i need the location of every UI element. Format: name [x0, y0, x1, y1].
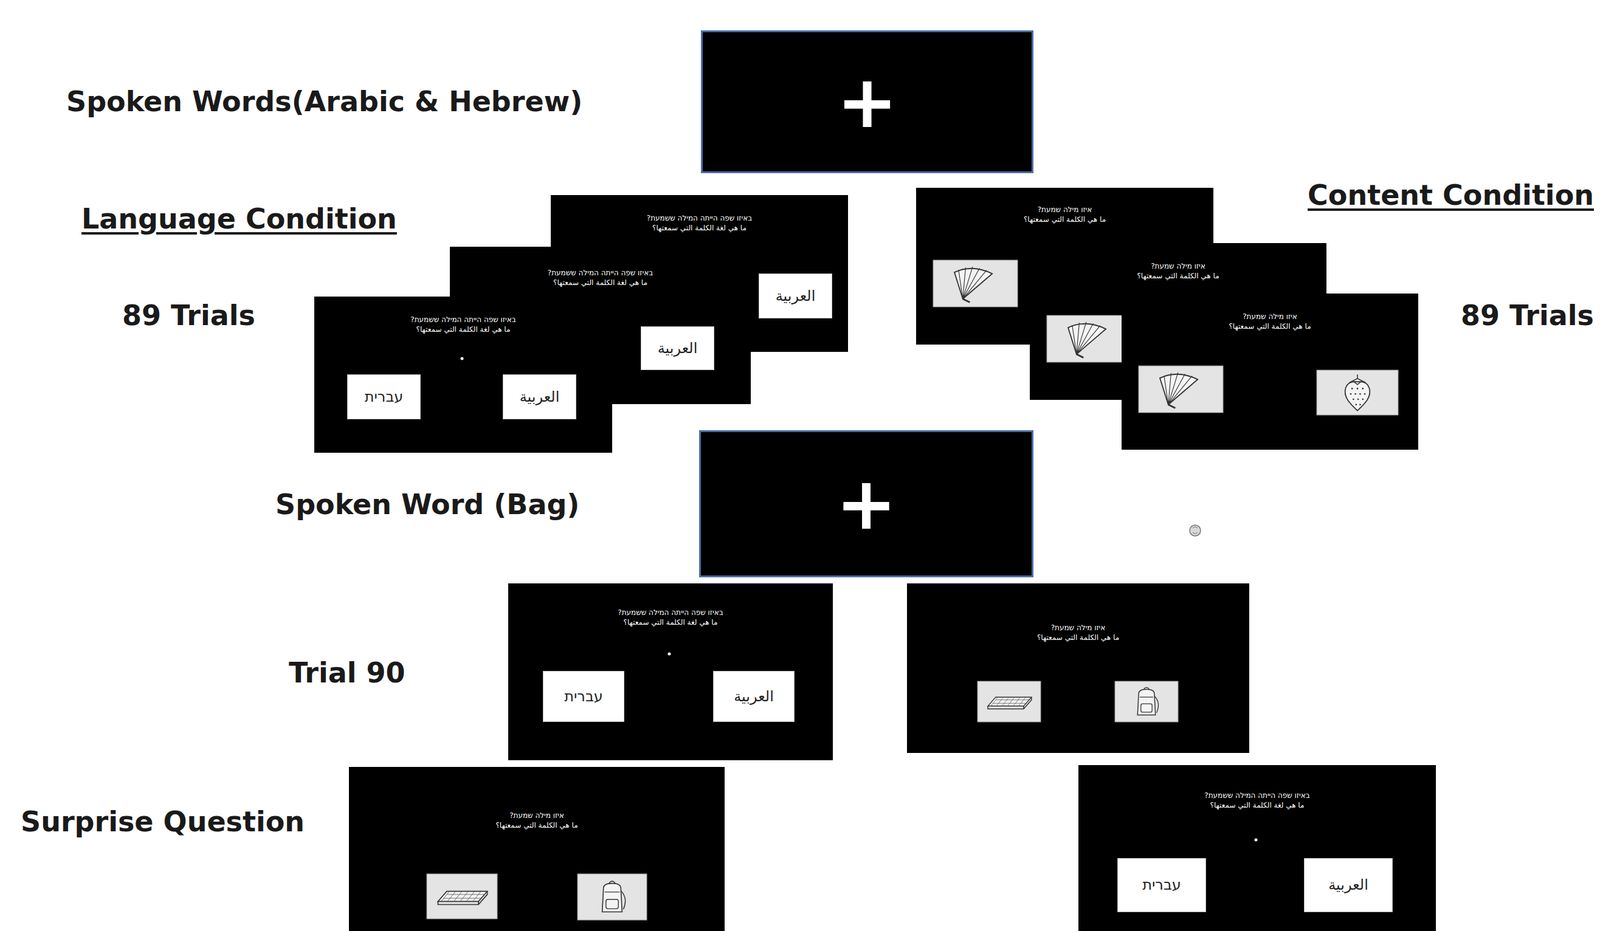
center-dot [1254, 838, 1258, 842]
response-button: עברית [542, 671, 625, 723]
question-text: איזו מילה שמעת? [1029, 261, 1327, 272]
center-dot [668, 652, 672, 656]
trial-screen: איזו מילה שמעת?ما هي الكلمة التي سمعتها؟ [348, 767, 725, 931]
button-label: العربية [775, 287, 816, 306]
question-text: ما هي الكلمة التي سمعتها؟ [916, 214, 1214, 225]
picture-drawing [1137, 687, 1159, 716]
picture-drawing [437, 891, 487, 906]
condition-heading: Language Condition [81, 202, 397, 236]
fixation-cross: + [835, 467, 898, 541]
question-text: באיזו שפה הייתה המילה ששמעת? [550, 213, 849, 224]
fixation-cross: + [836, 65, 898, 139]
picture-card [1138, 365, 1224, 413]
button-label: עברית [364, 388, 404, 407]
response-button: العربية [502, 374, 577, 420]
step-label: Spoken Words(Arabic & Hebrew) [66, 85, 583, 119]
step-label: Spoken Word (Bag) [275, 488, 580, 522]
question-text: ما هي الكلمة التي سمعتها؟ [348, 820, 725, 831]
small-icon-detail [1192, 527, 1198, 534]
picture-card [577, 874, 647, 921]
question-text: ما هي لغة الكلمة التي سمعتها؟ [449, 277, 751, 288]
question-text: ما هي الكلمة التي سمعتها؟ [906, 632, 1250, 643]
response-button: العربية [758, 273, 833, 319]
screen-picture-layer [348, 767, 725, 931]
picture-card [933, 260, 1018, 307]
picture-drawing [1345, 374, 1370, 411]
question-text: איזו מילה שמעת? [348, 810, 725, 821]
question-text: ما هي لغة الكلمة التي سمعتها؟ [314, 324, 613, 335]
picture-drawing [954, 266, 993, 303]
question-text: באיזו שפה הייתה המילה ששמעת? [314, 314, 613, 325]
question-text: באיזו שפה הייתה המילה ששמעת? [1078, 790, 1436, 801]
response-button: العربية [640, 326, 715, 371]
question-text: איזו מילה שמעת? [906, 623, 1250, 633]
fixation-screen: + [699, 430, 1034, 578]
picture-card [977, 681, 1041, 723]
trial-screen: איזו מילה שמעת?ما هي الكلمة التي سمعتها؟ [1121, 293, 1419, 450]
trial-screen: באיזו שפה הייתה המילה ששמעת?ما هي لغة ال… [508, 583, 833, 761]
question-text: ما هي لغة الكلمة التي سمعتها؟ [508, 617, 833, 628]
response-button: العربية [713, 671, 795, 723]
button-label: العربية [1328, 876, 1369, 895]
picture-drawing [1068, 322, 1106, 359]
button-label: العربية [733, 688, 774, 706]
condition-heading: Content Condition [1307, 178, 1594, 213]
trial-screen: באיזו שפה הייתה המילה ששמעת?ما هي لغة ال… [1078, 765, 1436, 931]
small-icon [1189, 525, 1201, 537]
step-label: 89 Trials [122, 299, 256, 333]
picture-card [1114, 681, 1179, 723]
question-text: ما هي الكلمة التي سمعتها؟ [1121, 321, 1419, 332]
question-text: איזו מילה שמעת? [916, 204, 1214, 215]
button-label: العربية [519, 388, 560, 407]
step-label: Surprise Question [20, 805, 305, 839]
trial-screen: איזו מילה שמעת?ما هي الكلمة التي سمعتها؟ [906, 583, 1250, 754]
picture-drawing [1159, 372, 1198, 409]
step-label: Trial 90 [288, 656, 406, 690]
question-text: ما هي لغة الكلمة التي سمعتها؟ [1078, 800, 1436, 811]
picture-card [1046, 315, 1132, 363]
button-label: עברית [1142, 876, 1182, 895]
question-text: באיזו שפה הייתה המילה ששמעת? [449, 268, 751, 278]
question-text: ما هي لغة الكلمة التي سمعتها؟ [550, 223, 849, 233]
picture-card [426, 874, 498, 920]
question-text: ما هي الكلمة التي سمعتها؟ [1029, 271, 1327, 281]
response-button: עברית [347, 374, 421, 420]
response-button: العربية [1303, 858, 1393, 913]
button-label: עברית [564, 688, 604, 706]
screen-picture-layer [906, 583, 1250, 754]
question-text: באיזו שפה הייתה המילה ששמעת? [508, 607, 833, 618]
response-button: עברית [1117, 858, 1207, 913]
trial-screen: באיזו שפה הייתה המילה ששמעת?ما هي لغة ال… [314, 296, 613, 453]
step-label: 89 Trials [1460, 299, 1594, 333]
center-dot [460, 357, 464, 361]
picture-card [1316, 370, 1399, 416]
picture-drawing [602, 881, 626, 912]
fixation-screen: + [700, 30, 1034, 174]
picture-drawing [987, 697, 1032, 709]
button-label: العربية [657, 339, 698, 358]
question-text: איזו מילה שמעת? [1121, 311, 1419, 322]
